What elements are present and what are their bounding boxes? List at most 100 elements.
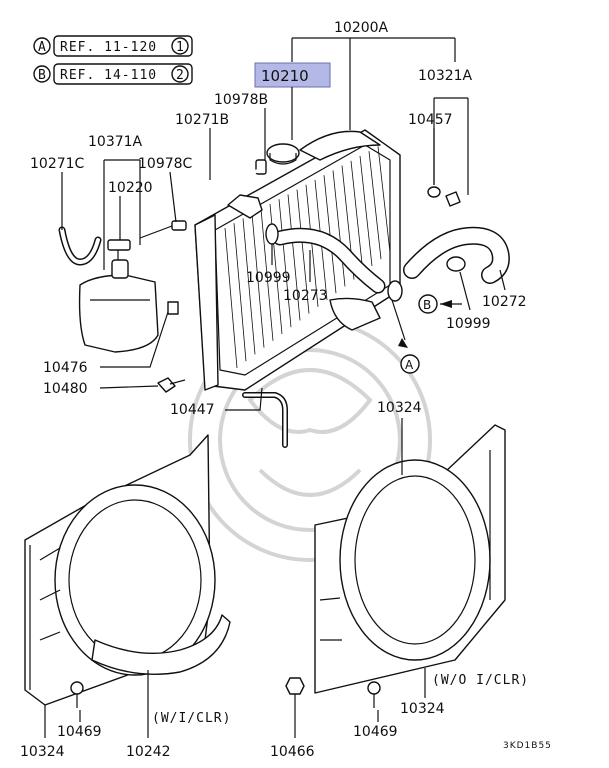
leader-10476 — [100, 311, 169, 368]
bolt-10480[interactable] — [157, 377, 186, 393]
bolt-10480-head — [157, 377, 176, 393]
bolt-10469-right[interactable] — [367, 681, 381, 708]
label-10466[interactable]: 10466 — [270, 744, 315, 760]
overflow-hose-10271b-inner — [183, 168, 264, 207]
shroud-left-ring — [54, 484, 216, 676]
note-without-clr: (W/O I/CLR) — [432, 673, 529, 688]
label-10476[interactable]: 10476 — [43, 360, 88, 376]
label-10457[interactable]: 10457 — [408, 112, 453, 128]
drain-cock-gasket — [427, 186, 441, 198]
radiator-fin-line — [233, 223, 247, 362]
label-10210[interactable]: 10210 — [261, 67, 309, 85]
radiator-fin-line — [332, 170, 346, 287]
radiator-fins — [224, 146, 391, 369]
label-10469-right[interactable]: 10469 — [353, 724, 398, 740]
reserve-tank-cap-10220[interactable] — [107, 239, 131, 251]
reference-a[interactable]: A REF. 11-120 1 — [33, 35, 193, 57]
leader-10371a — [103, 159, 141, 270]
leader-10999-b — [459, 271, 471, 311]
hose-clamp-10999-lower[interactable] — [446, 256, 466, 272]
label-10321a[interactable]: 10321A — [418, 68, 473, 84]
radiator-fin-line — [296, 189, 310, 314]
radiator-cap-body — [266, 143, 300, 163]
ref-a-circle — [33, 37, 51, 55]
ref-b-num-circle — [171, 65, 189, 83]
drain-cock-body — [445, 191, 461, 207]
label-10200a[interactable]: 10200A — [334, 20, 389, 36]
reserve-tank-10371a[interactable] — [78, 239, 159, 353]
bolt-10476[interactable] — [167, 301, 179, 315]
marker-a-circle — [400, 354, 420, 374]
label-10242[interactable]: 10242 — [126, 744, 171, 760]
radiator-fin-line — [368, 151, 382, 260]
ref-a-box — [53, 35, 193, 57]
reference-b[interactable]: B REF. 14-110 2 — [33, 63, 193, 85]
leader-10272 — [499, 269, 506, 291]
radiator-fin-line — [305, 184, 319, 307]
label-10480[interactable]: 10480 — [43, 381, 88, 397]
radiator-cap-skirt — [269, 153, 297, 165]
label-10272[interactable]: 10272 — [482, 294, 527, 310]
label-10324-right[interactable]: 10324 — [400, 701, 445, 717]
label-10273[interactable]: 10273 — [283, 288, 328, 304]
label-10978c[interactable]: 10978C — [138, 156, 193, 172]
radiator-inlet-neck — [227, 194, 263, 219]
label-10271c[interactable]: 10271C — [30, 156, 85, 172]
bolt-10476-head — [167, 301, 179, 315]
clip-10978c-hose — [139, 225, 173, 239]
radiator[interactable] — [194, 129, 401, 391]
ref-b-num: 2 — [176, 68, 185, 83]
label-10999-a[interactable]: 10999 — [246, 270, 291, 286]
note-with-clr: (W/I/CLR) — [152, 711, 231, 726]
reserve-tank-neck — [111, 259, 129, 279]
ref-a-letter: A — [38, 40, 47, 55]
radiator-fin-line — [377, 146, 391, 253]
lower-shroud-10242[interactable] — [91, 614, 231, 675]
drain-cock-10457[interactable] — [427, 186, 461, 207]
radiator-fin-line — [287, 194, 301, 321]
reserve-tank-body — [78, 274, 159, 353]
label-10220[interactable]: 10220 — [108, 180, 153, 196]
marker-b-circle — [418, 294, 438, 314]
marker-a[interactable]: A — [400, 354, 420, 374]
part-labels: 10200A 10210 10321A 10978B 10271B 10457 … — [20, 20, 527, 760]
shroud-right-ribs — [319, 450, 491, 641]
label-10324-top[interactable]: 10324 — [377, 400, 422, 416]
ref-b-circle — [33, 65, 51, 83]
bolt-10469-left[interactable] — [70, 681, 84, 708]
label-10324-left[interactable]: 10324 — [20, 744, 65, 760]
shroud-left-ribs — [29, 545, 61, 690]
marker-b[interactable]: B — [418, 294, 438, 314]
label-10999-b[interactable]: 10999 — [446, 316, 491, 332]
radiator-core — [194, 129, 401, 391]
part-10210-highlight — [254, 62, 331, 88]
fan-shroud-right[interactable] — [314, 424, 506, 694]
hose-clamp-lower-radiator[interactable] — [387, 280, 403, 302]
nut-10466-body — [285, 677, 305, 695]
nut-10466[interactable] — [285, 677, 305, 695]
radiator-fin-line — [359, 155, 373, 267]
radiator-cap[interactable] — [266, 143, 300, 165]
upper-hose-10273-fill — [274, 229, 384, 292]
ref-b-letter: B — [38, 68, 47, 83]
leader-10200a — [291, 37, 456, 130]
leader-10978c — [169, 171, 177, 223]
marker-b-letter: B — [423, 298, 431, 312]
leader-lines — [44, 37, 506, 738]
arrow-to-a — [398, 338, 408, 348]
radiator-fin-line — [323, 175, 337, 294]
label-10978b[interactable]: 10978B — [214, 92, 268, 108]
radiator-outlet-neck — [329, 297, 381, 331]
label-10469-left[interactable]: 10469 — [57, 724, 102, 740]
bolt-10469-right-head — [367, 681, 381, 695]
label-10271b[interactable]: 10271B — [175, 112, 229, 128]
ref-a-num-circle — [171, 37, 189, 55]
clip-10978c[interactable] — [171, 220, 187, 231]
hose-clamp-10999-upper[interactable] — [265, 223, 279, 245]
radiator-fin-line — [260, 208, 274, 341]
shroud-right-ring — [339, 459, 491, 661]
bolt-10480-shank — [169, 379, 186, 385]
label-10447[interactable]: 10447 — [170, 402, 215, 418]
label-10371a[interactable]: 10371A — [88, 134, 143, 150]
fan-shroud-left[interactable] — [24, 434, 216, 706]
